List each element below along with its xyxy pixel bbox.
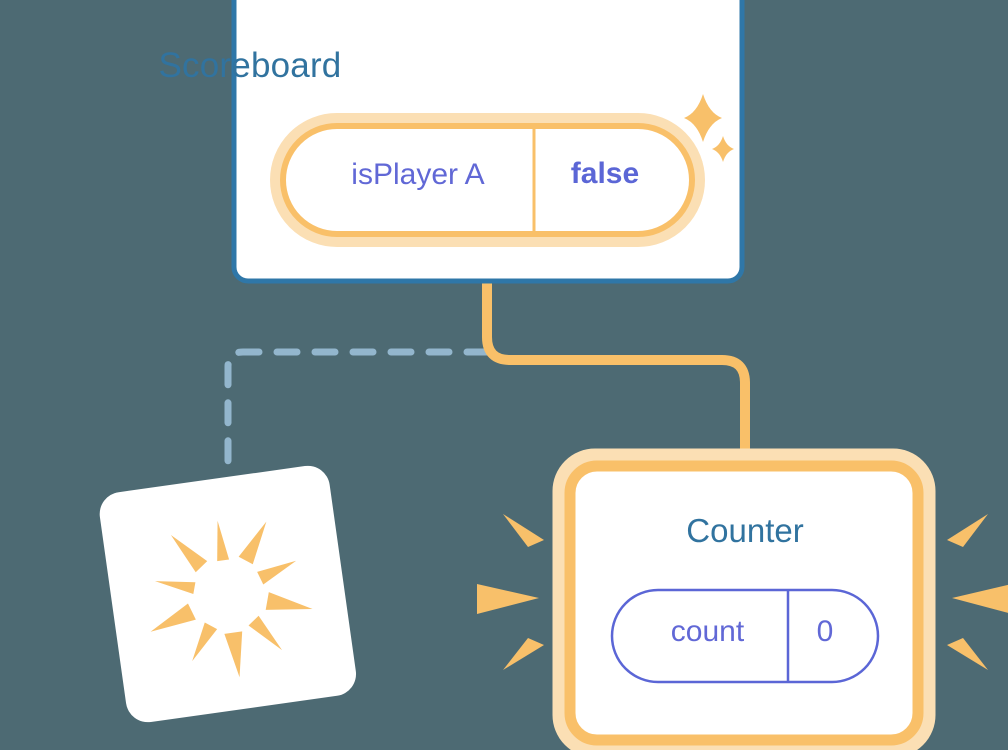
flash-card-surface [99, 465, 357, 723]
pill-border [610, 588, 880, 684]
pill-border [280, 123, 695, 237]
dashed-connector-path [224, 348, 491, 474]
counter-pill[interactable] [610, 588, 880, 684]
burst-ray [154, 581, 196, 595]
burst-ray [224, 631, 243, 678]
burst-ray [947, 638, 988, 670]
burst-ray [192, 622, 218, 662]
connector-scoreboard-to-flash-card [224, 348, 491, 474]
scoreboard-pill[interactable] [270, 113, 705, 247]
pill-glow-ring [270, 113, 705, 247]
burst-ray [238, 521, 267, 565]
counter-glow-ring [552, 448, 936, 750]
burst-ray [947, 514, 988, 547]
burst-ray [265, 592, 313, 610]
burst-ray [257, 560, 297, 585]
connector-scoreboard-to-counter [482, 270, 750, 470]
burst-ray [248, 615, 283, 651]
burst-ray [503, 638, 544, 670]
burst-ray [477, 584, 539, 614]
solid-connector-path [482, 270, 750, 470]
sparkle-small-icon [712, 136, 734, 162]
burst-ray [150, 603, 196, 632]
scoreboard-card[interactable] [231, 0, 745, 284]
counter-burst-right [947, 514, 1008, 670]
counter-burst-left [477, 514, 544, 670]
burst-ray [217, 520, 230, 562]
flash-card[interactable] [97, 463, 359, 725]
burst-ray [503, 514, 544, 547]
counter-card[interactable] [477, 448, 1008, 750]
sparkle-large-icon [684, 94, 722, 142]
burst-ray [952, 584, 1008, 613]
burst-ray [170, 535, 208, 573]
flash-card-burst [150, 520, 313, 678]
